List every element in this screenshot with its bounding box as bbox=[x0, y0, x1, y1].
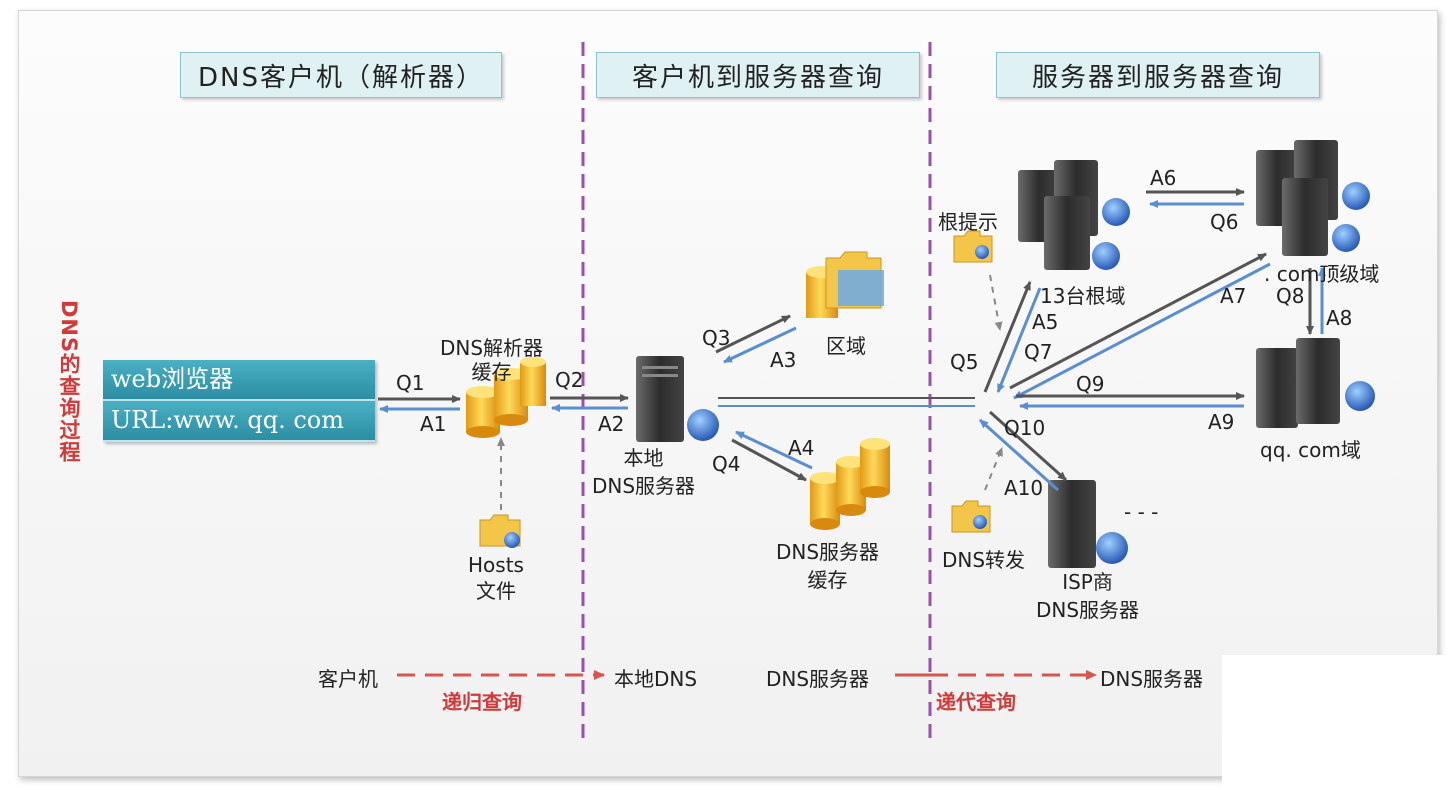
resolver-cache-label: DNS解析器 缓存 bbox=[440, 336, 544, 384]
a10-label: A10 bbox=[1004, 476, 1044, 500]
q8-label: Q8 bbox=[1276, 284, 1305, 308]
resolver-cache-icon bbox=[466, 357, 546, 438]
q5-arrow bbox=[983, 281, 1032, 393]
q10-label: Q10 bbox=[1004, 416, 1046, 440]
a8-label: A8 bbox=[1326, 306, 1353, 330]
footer-recursive-query: 递归查询 bbox=[442, 690, 522, 714]
a2-label: A2 bbox=[598, 412, 625, 436]
root-servers-label: 13台根域 bbox=[1040, 284, 1126, 308]
a7-arrow bbox=[1013, 262, 1271, 400]
header-server-to-server: 服务器到服务器查询 bbox=[996, 52, 1320, 98]
a5-label: A5 bbox=[1032, 310, 1059, 334]
root-hints-arrow bbox=[989, 274, 1003, 331]
q4-label: Q4 bbox=[712, 452, 741, 476]
q3-arrow bbox=[715, 314, 791, 354]
dns-forward-folder-icon bbox=[951, 500, 991, 533]
q3-label: Q3 bbox=[702, 326, 731, 350]
header-dns-client: DNS客户机（解析器） bbox=[180, 52, 502, 98]
root-hints-label: 根提示 bbox=[938, 210, 998, 234]
local-dns-label: 本地 DNS服务器 bbox=[592, 446, 696, 498]
zone-icon bbox=[806, 251, 884, 318]
a3-arrow bbox=[723, 326, 797, 364]
q9-label: Q9 bbox=[1076, 372, 1105, 396]
dns-forward-label: DNS转发 bbox=[942, 548, 1026, 572]
qq-domain-label: qq. com域 bbox=[1260, 438, 1361, 462]
q6-label: Q6 bbox=[1210, 210, 1239, 234]
a5-arrow bbox=[996, 287, 1042, 393]
browser-label: web浏览器 bbox=[103, 360, 375, 401]
q4-arrow bbox=[731, 438, 807, 482]
header-client-to-server: 客户机到服务器查询 bbox=[596, 52, 920, 98]
q7-label: Q7 bbox=[1024, 340, 1053, 364]
a10-arrow bbox=[978, 418, 1060, 492]
ellipsis-label: - - - bbox=[1124, 500, 1159, 524]
isp-dns-server-icon bbox=[1048, 480, 1128, 568]
q1-label: Q1 bbox=[396, 371, 425, 395]
root-servers-icon bbox=[1018, 160, 1130, 270]
a9-label: A9 bbox=[1208, 410, 1235, 434]
url-label: URL:www. qq. com bbox=[103, 401, 375, 442]
dns-forward-arrow bbox=[984, 447, 1003, 491]
footer-local-dns: 本地DNS bbox=[614, 667, 698, 691]
hosts-folder-icon bbox=[479, 514, 521, 548]
footer-client: 客户机 bbox=[318, 667, 378, 691]
root-hints-folder-icon bbox=[953, 230, 993, 263]
dns-cache-label: DNS服务器 缓存 bbox=[776, 540, 880, 592]
footer-dns-server-right: DNS服务器 bbox=[1100, 667, 1204, 691]
hosts-file-label: Hosts 文件 bbox=[468, 553, 524, 603]
com-tld-servers-icon bbox=[1256, 140, 1370, 256]
a4-arrow bbox=[735, 430, 813, 470]
a1-label: A1 bbox=[420, 412, 447, 436]
qq-com-servers-icon bbox=[1256, 338, 1375, 428]
q7-arrow bbox=[1009, 252, 1267, 390]
a6-label: A6 bbox=[1150, 166, 1177, 190]
isp-dns-label: ISP商 DNS服务器 bbox=[1036, 570, 1140, 622]
q10-arrow bbox=[988, 410, 1068, 482]
a4-label: A4 bbox=[788, 436, 815, 460]
dns-server-cache-icon bbox=[810, 438, 890, 530]
q2-label: Q2 bbox=[555, 368, 584, 392]
a3-label: A3 bbox=[770, 348, 797, 372]
q5-label: Q5 bbox=[950, 350, 979, 374]
local-dns-server-icon bbox=[636, 356, 719, 442]
a7-label: A7 bbox=[1220, 284, 1247, 308]
zone-label: 区域 bbox=[826, 334, 866, 358]
cropped-corner bbox=[1222, 655, 1453, 790]
com-tld-label: . com顶级域 bbox=[1264, 262, 1380, 286]
side-title: DNS的查询过程 bbox=[57, 300, 81, 464]
footer-dns-server-left: DNS服务器 bbox=[766, 667, 870, 691]
footer-iterative-query: 递代查询 bbox=[936, 690, 1016, 714]
web-browser-box: web浏览器 URL:www. qq. com bbox=[103, 360, 375, 442]
